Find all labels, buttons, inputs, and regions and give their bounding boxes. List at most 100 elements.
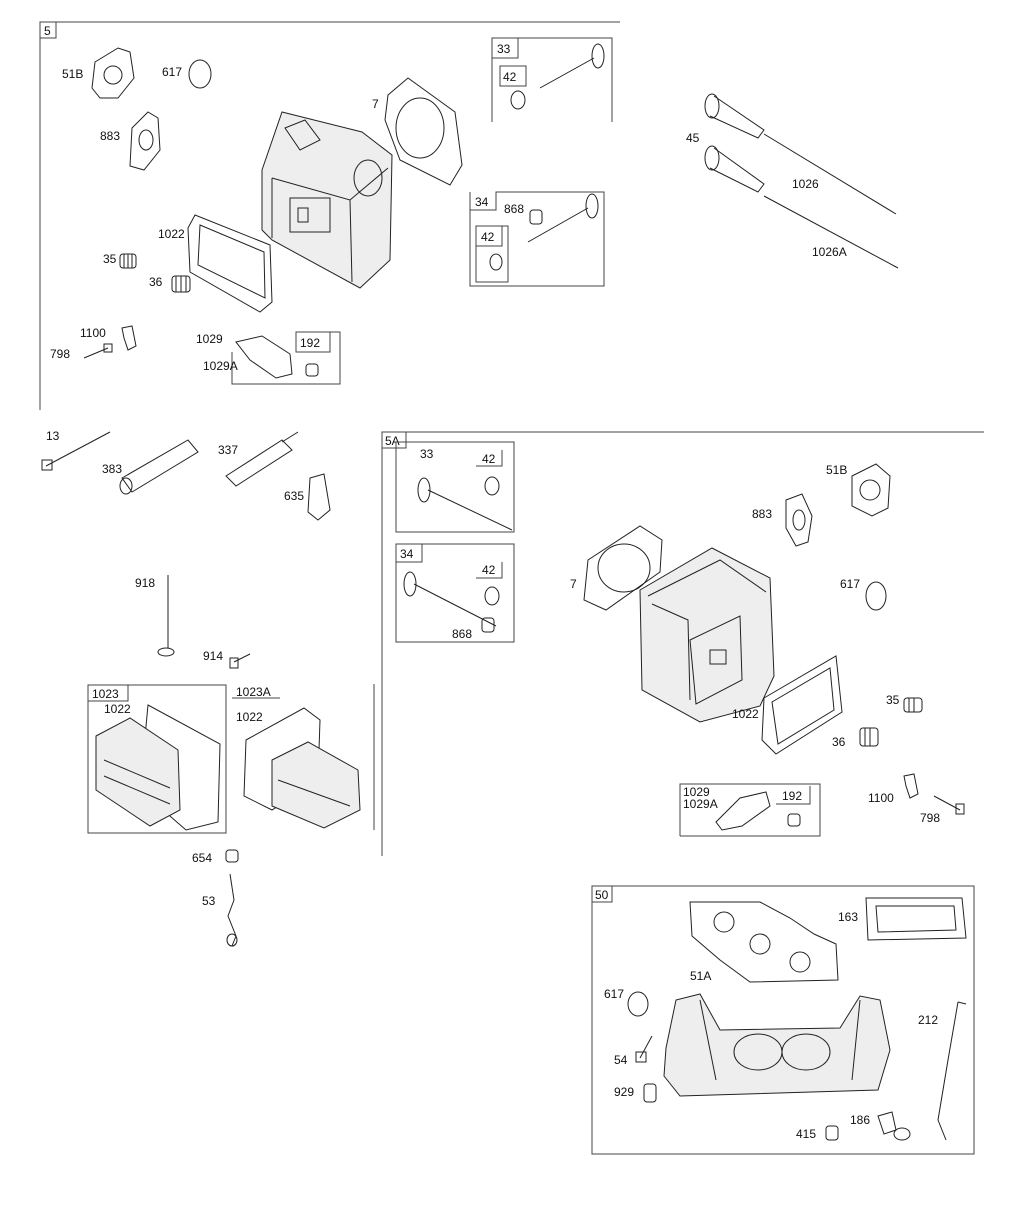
clip-186[interactable] <box>877 1111 911 1141</box>
bracket-5a-1100[interactable] <box>903 773 919 799</box>
section-50: 50 163 51A 617 212 <box>591 885 975 1155</box>
label-415: 415 <box>796 1127 816 1141</box>
section-5: 5 51B 617 883 7 <box>39 21 620 410</box>
gasket-51a[interactable] <box>689 901 839 983</box>
label-868: 868 <box>504 202 524 216</box>
boot-635[interactable] <box>307 473 331 521</box>
label-654: 654 <box>192 851 212 865</box>
ring-50-617[interactable] <box>627 991 649 1017</box>
nut-654[interactable] <box>225 849 239 863</box>
cylinder-head[interactable] <box>261 111 393 289</box>
gasket-5a-1022[interactable] <box>761 655 843 755</box>
gasket-883[interactable] <box>129 111 161 171</box>
spring-5a-36[interactable] <box>859 727 879 747</box>
label-1029: 1029 <box>196 332 223 346</box>
label-45: 45 <box>686 131 700 145</box>
retainer-5a-42b[interactable] <box>484 586 500 606</box>
rocker-arm-5a-1029[interactable] <box>715 791 771 831</box>
nut-5a-192[interactable] <box>787 813 801 827</box>
section-5-tag: 5 <box>44 24 51 38</box>
gasket-1022[interactable] <box>187 214 273 313</box>
spring-36[interactable] <box>171 275 191 293</box>
label-635: 635 <box>284 489 304 503</box>
label-5a-1022: 1022 <box>732 707 759 721</box>
label-5a-51b: 51B <box>826 463 847 477</box>
cylinder-head-5a[interactable] <box>639 547 775 723</box>
ring-5a-617[interactable] <box>865 581 887 611</box>
lifter-45-upper[interactable] <box>704 93 897 215</box>
label-33: 33 <box>497 42 511 56</box>
label-212: 212 <box>918 1013 938 1027</box>
label-1100: 1100 <box>80 326 106 340</box>
label-42a: 42 <box>503 70 517 84</box>
rocker-arm-1029[interactable] <box>235 335 293 379</box>
valve-33[interactable] <box>539 43 605 89</box>
label-5a-1029a: 1029A <box>683 797 718 811</box>
label-1026a: 1026A <box>812 245 847 259</box>
fuel-pump-383[interactable] <box>119 439 199 495</box>
label-51a: 51A <box>690 969 711 983</box>
gasket-51b[interactable] <box>91 47 135 99</box>
label-163: 163 <box>838 910 858 924</box>
label-42b: 42 <box>481 230 495 244</box>
valve-5a-33[interactable] <box>417 477 513 531</box>
valve-34[interactable] <box>527 193 599 243</box>
label-383: 383 <box>102 462 122 476</box>
gasket-163[interactable] <box>865 897 967 941</box>
label-5a-7: 7 <box>570 577 577 591</box>
gasket-5a-883[interactable] <box>785 493 813 547</box>
valve-5a-34[interactable] <box>403 571 497 627</box>
label-13: 13 <box>46 429 60 443</box>
bolt-5a-798[interactable] <box>933 795 965 815</box>
label-5a-192: 192 <box>782 789 802 803</box>
ring-617[interactable] <box>188 59 212 89</box>
gasket-5a-51b[interactable] <box>851 463 891 517</box>
label-798: 798 <box>50 347 70 361</box>
retainer-42a[interactable] <box>510 90 526 110</box>
label-53: 53 <box>202 894 216 908</box>
label-1023a: 1023A <box>236 685 271 699</box>
retainer-42b[interactable] <box>489 253 503 271</box>
spring-53[interactable] <box>226 873 238 947</box>
bolt-13[interactable] <box>41 431 111 471</box>
label-186: 186 <box>850 1113 870 1127</box>
valve-cover-1023[interactable] <box>95 704 221 831</box>
dipstick-918[interactable] <box>157 575 175 657</box>
rod-212[interactable] <box>937 1001 967 1141</box>
bolt-798[interactable] <box>83 343 113 359</box>
screw-54[interactable] <box>635 1035 653 1063</box>
label-5a-42b: 42 <box>482 563 496 577</box>
lifter-45-lower[interactable] <box>704 145 899 269</box>
spring-5a-35[interactable] <box>903 697 923 713</box>
label-5a-798: 798 <box>920 811 940 825</box>
section-5a-tag: 5A <box>385 434 400 448</box>
label-5a-1100: 1100 <box>868 791 894 805</box>
retainer-5a-42a[interactable] <box>484 476 500 496</box>
label-617: 617 <box>162 65 182 79</box>
fitting-929[interactable] <box>643 1083 657 1103</box>
label-5a-883: 883 <box>752 507 772 521</box>
valve-cover-1023a[interactable] <box>243 707 361 829</box>
label-883: 883 <box>100 129 120 143</box>
label-5a-617: 617 <box>840 577 860 591</box>
bracket-1100[interactable] <box>121 325 137 351</box>
seal-868[interactable] <box>529 209 543 225</box>
spark-plug-337[interactable] <box>225 431 299 487</box>
label-1026: 1026 <box>792 177 819 191</box>
label-5a-34: 34 <box>400 547 414 561</box>
label-35: 35 <box>103 252 117 266</box>
label-34: 34 <box>475 195 489 209</box>
intake-manifold[interactable] <box>663 993 891 1097</box>
head-gasket-7[interactable] <box>384 77 463 186</box>
nut-192[interactable] <box>305 363 319 377</box>
pushrod-group: 45 1026 1026A <box>686 93 899 269</box>
head-gasket-5a-7[interactable] <box>583 525 663 611</box>
label-5a-33: 33 <box>420 447 434 461</box>
nut-415[interactable] <box>825 1125 839 1141</box>
label-54: 54 <box>614 1053 628 1067</box>
spring-35[interactable] <box>119 253 137 269</box>
seal-5a-868[interactable] <box>481 617 495 633</box>
screw-914[interactable] <box>229 653 251 669</box>
label-1022: 1022 <box>158 227 185 241</box>
